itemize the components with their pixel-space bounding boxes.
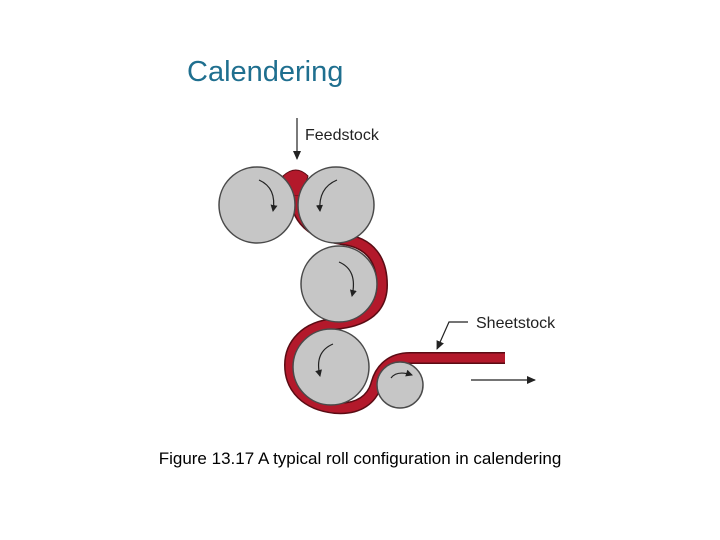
- feedstock-indicator: Feedstock: [293, 118, 380, 160]
- rotation-arrows: [258, 179, 413, 379]
- rotation-arrow-icon: [258, 179, 278, 212]
- slide-title: Calendering: [187, 56, 344, 88]
- rotation-arrow-icon: [315, 343, 334, 377]
- sheetstock-leader-icon: [436, 321, 468, 350]
- rolls: [218, 166, 424, 409]
- roll-top-left: [218, 166, 296, 244]
- roll-top-right: [297, 166, 375, 244]
- rotation-arrow-icon: [390, 369, 413, 379]
- sheetstock-label: Sheetstock: [476, 315, 556, 332]
- sheetstock-indicator: Sheetstock: [436, 315, 556, 350]
- roll-bottom: [292, 328, 370, 406]
- feedstock-label: Feedstock: [305, 127, 380, 144]
- figure-caption: Figure 13.17 A typical roll configuratio…: [158, 449, 562, 468]
- rotation-arrow-icon: [315, 179, 338, 212]
- roll-takeoff: [376, 361, 424, 409]
- rotation-arrow-icon: [338, 261, 357, 297]
- roll-middle: [300, 245, 378, 323]
